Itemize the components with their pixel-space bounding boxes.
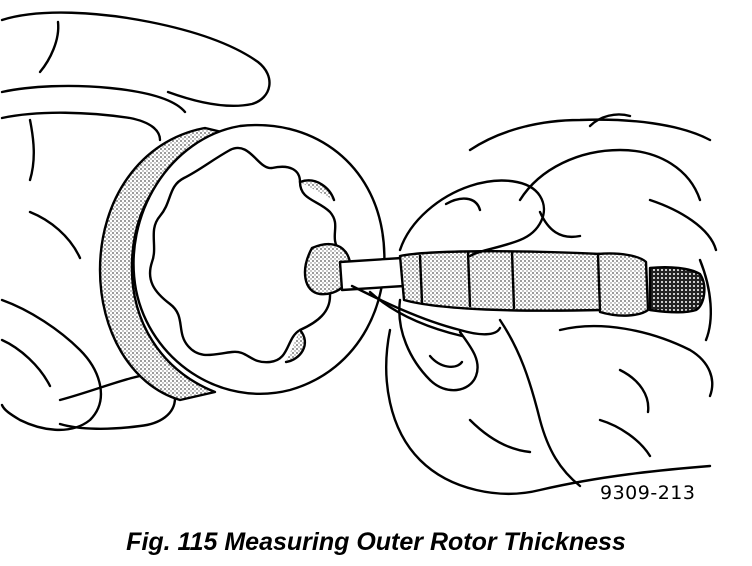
figure-id-label: 9309-213: [600, 482, 696, 504]
left-hand-lower-finger: [0, 298, 103, 432]
micrometer: [303, 242, 706, 338]
left-hand: [0, 11, 271, 432]
right-hand: [385, 113, 718, 495]
micrometer-sleeve: [398, 250, 604, 312]
right-hand-thumb: [398, 298, 479, 392]
right-hand-upper-fingers: [468, 118, 712, 152]
left-hand-middle-finger: [0, 111, 162, 142]
micrometer-spindle: [338, 256, 406, 292]
micrometer-thimble: [596, 252, 650, 317]
rotor-lobed-bore: [148, 146, 344, 364]
right-hand-palm: [385, 328, 712, 495]
figure-caption: Fig. 115 Measuring Outer Rotor Thickness: [126, 528, 626, 556]
outer-rotor: [98, 123, 386, 402]
right-hand-index-finger: [398, 179, 546, 258]
micrometer-ratchet: [648, 266, 706, 314]
left-hand-upper-finger: [0, 11, 271, 108]
